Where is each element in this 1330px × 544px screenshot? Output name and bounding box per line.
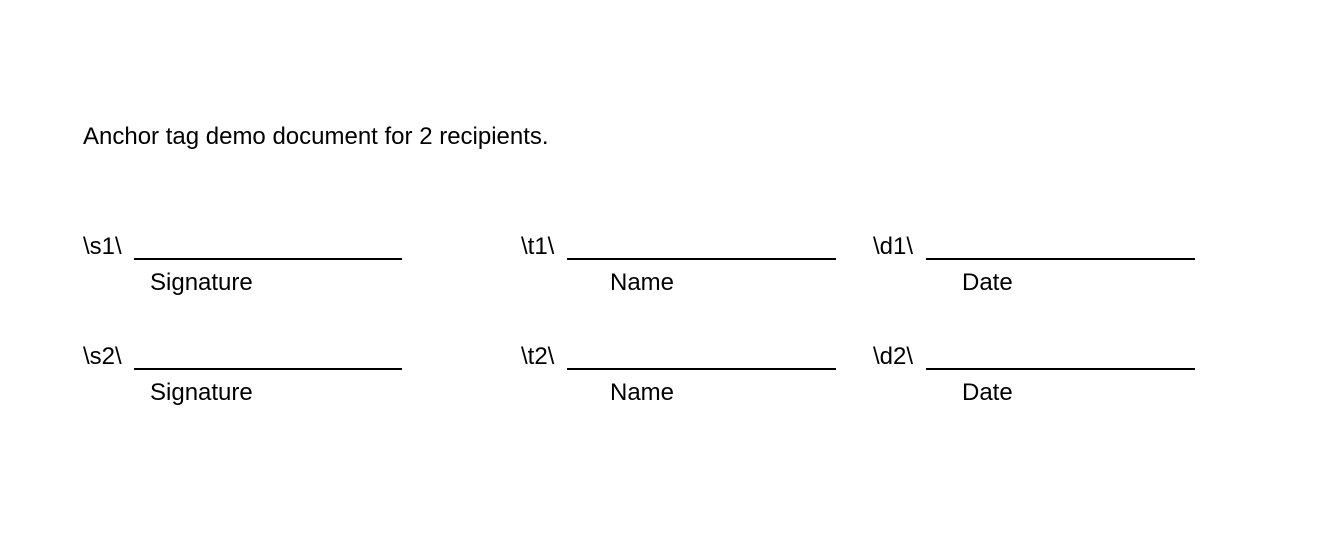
date-anchor-tag: \d2\ xyxy=(873,343,914,370)
intro-text: Anchor tag demo document for 2 recipient… xyxy=(83,123,549,150)
signature-line[interactable] xyxy=(134,368,402,370)
name-field-2[interactable]: \t2\ Name xyxy=(521,342,851,412)
name-caption: Name xyxy=(610,379,675,406)
date-line[interactable] xyxy=(926,368,1195,370)
name-caption: Name xyxy=(610,269,675,296)
signature-caption: Signature xyxy=(150,269,253,296)
date-anchor-tag: \d1\ xyxy=(873,233,914,260)
signature-anchor-tag: \s1\ xyxy=(83,233,122,260)
name-line[interactable] xyxy=(567,368,836,370)
name-line[interactable] xyxy=(567,258,836,260)
signature-anchor-tag: \s2\ xyxy=(83,343,122,370)
date-caption: Date xyxy=(962,379,1013,406)
signature-line[interactable] xyxy=(134,258,402,260)
name-anchor-tag: \t1\ xyxy=(521,233,555,260)
signature-caption: Signature xyxy=(150,379,253,406)
date-line[interactable] xyxy=(926,258,1195,260)
date-caption: Date xyxy=(962,269,1013,296)
date-field-1[interactable]: \d1\ Date xyxy=(873,232,1203,302)
name-field-1[interactable]: \t1\ Name xyxy=(521,232,851,302)
date-field-2[interactable]: \d2\ Date xyxy=(873,342,1203,412)
name-anchor-tag: \t2\ xyxy=(521,343,555,370)
signature-field-2[interactable]: \s2\ Signature xyxy=(83,342,413,412)
signature-field-1[interactable]: \s1\ Signature xyxy=(83,232,413,302)
